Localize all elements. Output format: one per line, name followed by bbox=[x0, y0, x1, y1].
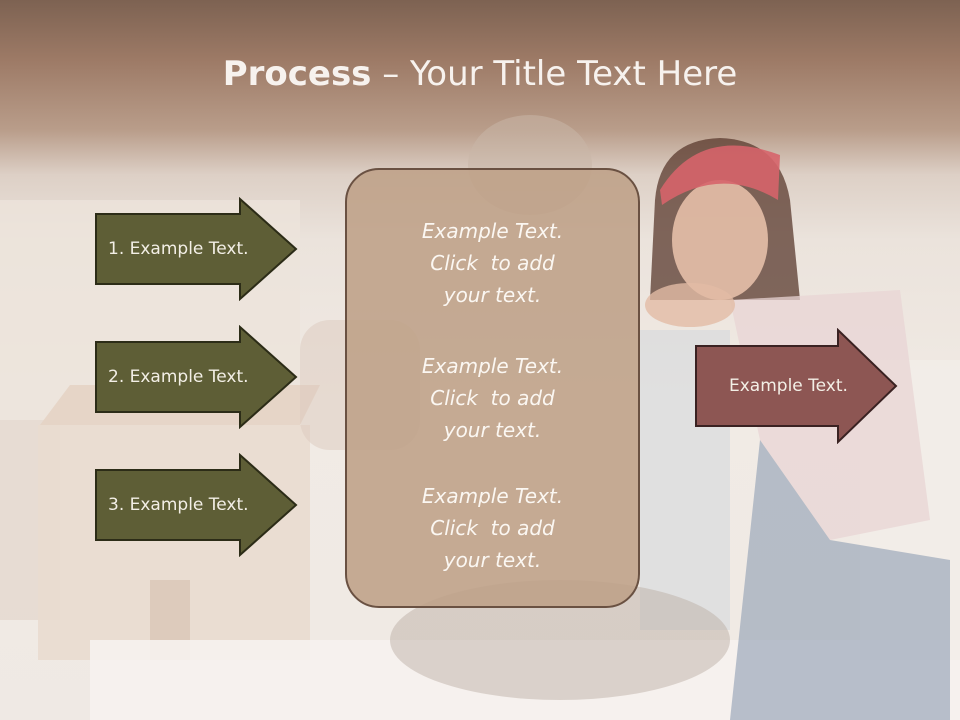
text-placeholder[interactable]: Example Text. Click to add your text. bbox=[347, 350, 638, 446]
placeholder-line: Example Text. bbox=[421, 354, 564, 378]
center-text-box[interactable]: Example Text. Click to add your text. Ex… bbox=[345, 168, 640, 608]
step-label: 2. Example Text. bbox=[108, 367, 249, 387]
arrow-right-icon bbox=[95, 453, 298, 557]
step-arrow-2[interactable]: 2. Example Text. bbox=[94, 325, 300, 429]
placeholder-line: your text. bbox=[443, 283, 542, 307]
title-rest: – Your Title Text Here bbox=[371, 54, 738, 94]
placeholder-line: your text. bbox=[443, 548, 542, 572]
result-label: Example Text. bbox=[729, 376, 848, 396]
text-placeholder[interactable]: Example Text. Click to add your text. bbox=[347, 215, 638, 311]
step-label: 1. Example Text. bbox=[108, 239, 249, 259]
placeholder-line: Click to add bbox=[430, 516, 555, 540]
arrow-right-icon bbox=[695, 328, 898, 444]
slide-title: Process – Your Title Text Here bbox=[0, 52, 960, 96]
arrow-right-icon bbox=[95, 197, 298, 301]
placeholder-line: Example Text. bbox=[421, 219, 564, 243]
step-label: 3. Example Text. bbox=[108, 495, 249, 515]
text-placeholder[interactable]: Example Text. Click to add your text. bbox=[347, 480, 638, 576]
title-bold: Process bbox=[222, 54, 372, 94]
result-arrow[interactable]: Example Text. bbox=[694, 328, 900, 444]
step-arrow-3[interactable]: 3. Example Text. bbox=[94, 453, 300, 557]
arrow-right-icon bbox=[95, 325, 298, 429]
placeholder-line: Example Text. bbox=[421, 484, 564, 508]
step-arrow-1[interactable]: 1. Example Text. bbox=[94, 197, 300, 301]
placeholder-line: Click to add bbox=[430, 386, 555, 410]
placeholder-line: Click to add bbox=[430, 251, 555, 275]
placeholder-line: your text. bbox=[443, 418, 542, 442]
